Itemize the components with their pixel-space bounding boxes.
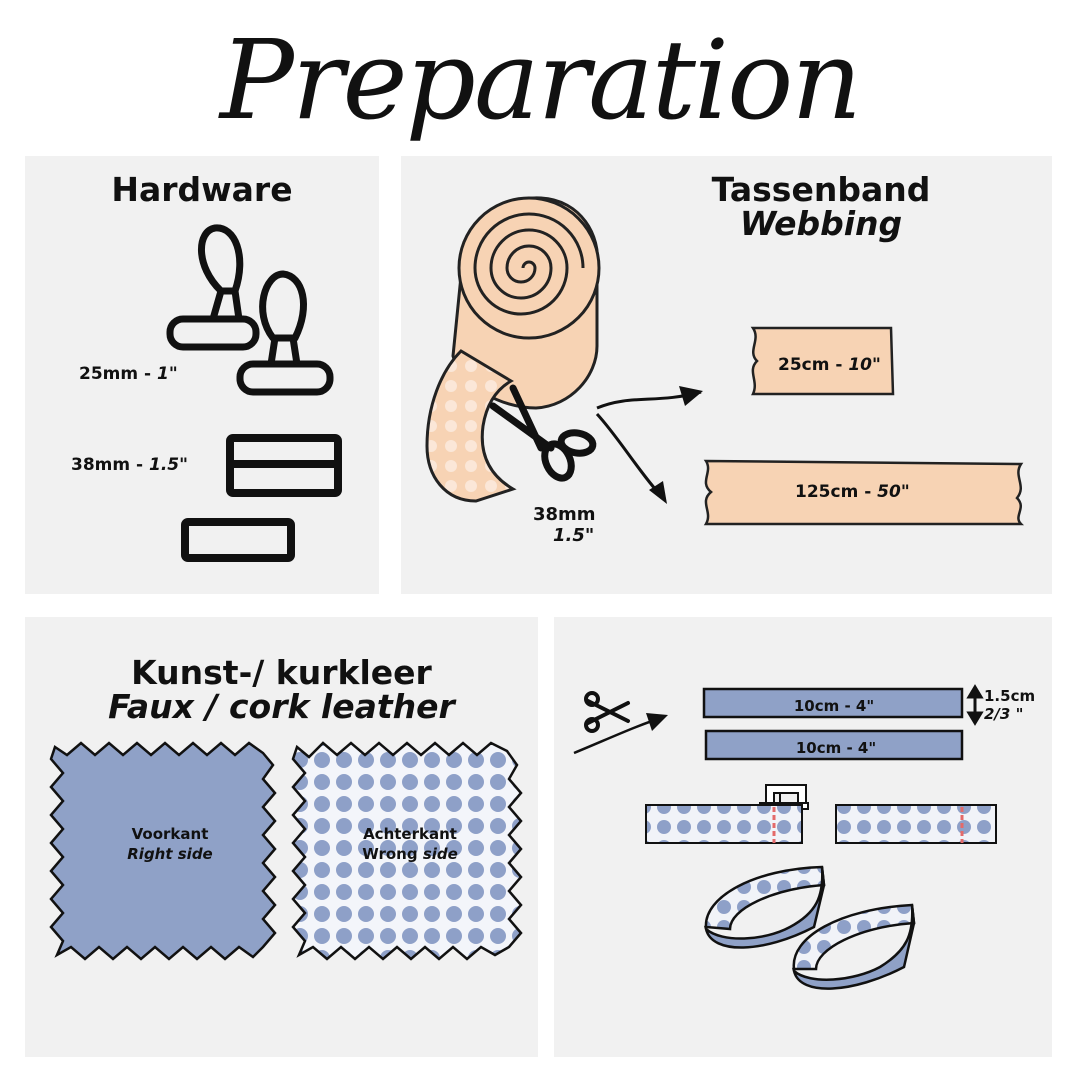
ring-size-metric: 38mm - — [71, 455, 149, 475]
loop-height-imperial: 2/3 " — [984, 705, 1024, 723]
webbing-heading-en: Webbing — [739, 204, 903, 243]
arrow-icon — [573, 713, 668, 755]
clip-icon — [236, 270, 334, 396]
loop-strip — [704, 729, 964, 761]
short-strip-metric: 25cm - — [778, 355, 849, 375]
back-side-en-b: side — [422, 845, 458, 863]
webbing-strip-long — [703, 459, 1025, 526]
rectangle-ring-icon — [181, 518, 295, 562]
arrow-head — [679, 386, 703, 406]
leather-heading-nl: Kunst-/ kurkleer — [131, 653, 432, 692]
hardware-heading: Hardware — [111, 170, 293, 209]
loop-height-metric: 1.5cm — [984, 687, 1036, 705]
front-side-nl: Voorkant — [131, 825, 209, 843]
webbing-width-imperial: 1.5" — [553, 525, 595, 546]
back-side-nl: Achterkant — [363, 825, 457, 843]
clip-size-metric: 25mm - — [79, 364, 157, 384]
webbing-heading-nl: Tassenband — [711, 170, 931, 209]
back-side-en: Wrong side — [335, 845, 485, 863]
loops-panel: 10cm - 4" 10cm - 4" 1.5cm 2/3 " — [554, 617, 1052, 1057]
loop-strip-wrong-side — [835, 804, 997, 844]
leather-back-swatch — [291, 741, 523, 961]
leather-heading-en: Faux / cork leather — [108, 687, 455, 726]
webbing-width-metric: 38mm — [533, 504, 596, 525]
long-strip-metric: 125cm - — [795, 482, 878, 502]
loops-art — [573, 684, 997, 990]
webbing-strip-short — [750, 326, 895, 396]
hardware-panel: Hardware 25mm - 1" 38mm - 1.5" — [25, 156, 379, 594]
rectangle-ring-icon — [226, 434, 342, 497]
leather-art — [49, 741, 523, 961]
front-side-en: Right side — [127, 845, 213, 863]
arrow-head — [649, 481, 667, 504]
loop-icon — [791, 903, 916, 990]
clip-size-imperial: 1" — [156, 364, 178, 384]
loop-strip-2-label: 10cm - 4" — [795, 739, 877, 757]
scissors-icon — [584, 691, 630, 733]
arrow-icon — [595, 390, 702, 500]
loop-strip — [702, 687, 964, 719]
long-strip-label: 125cm - 50" — [795, 482, 910, 502]
short-strip-label: 25cm - 10" — [778, 355, 881, 375]
long-strip-imperial: 50" — [877, 482, 910, 502]
short-strip-imperial: 10" — [848, 355, 881, 375]
ring-size-label: 38mm - 1.5" — [71, 455, 188, 475]
webbing-art — [425, 196, 1025, 526]
clip-icon — [166, 224, 260, 351]
height-marker — [966, 684, 984, 726]
hardware-art — [166, 224, 342, 562]
webbing-roll-icon — [425, 196, 601, 503]
ring-size-imperial: 1.5" — [148, 455, 188, 475]
loop-strip-1-label: 10cm - 4" — [793, 697, 875, 715]
clip-size-label: 25mm - 1" — [79, 364, 178, 384]
loop-strip-wrong-side — [645, 804, 803, 844]
back-side-en-a: Wrong — [362, 845, 423, 863]
page-title: Preparation — [219, 16, 862, 144]
leather-panel: Kunst-/ kurkleer Faux / cork leather Voo… — [25, 617, 538, 1057]
leather-front-swatch — [49, 741, 277, 961]
webbing-panel: Tassenband Webbing — [401, 156, 1052, 594]
loop-icon — [703, 865, 826, 949]
scissors-icon — [489, 384, 597, 482]
